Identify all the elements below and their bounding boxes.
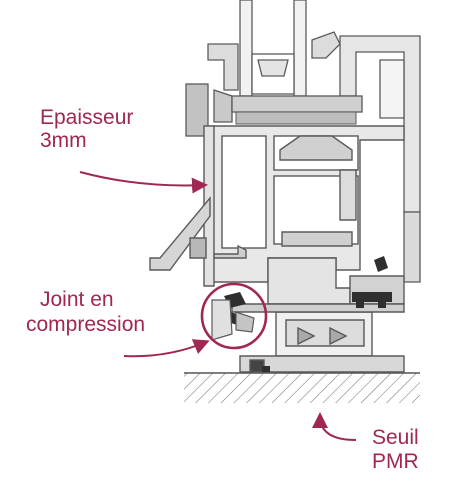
sill-label-line2: PMR — [372, 450, 419, 473]
floor-ground — [184, 372, 420, 403]
seal-highlight-circle — [200, 282, 268, 350]
glazing-beads — [185, 31, 341, 137]
glazing-panes — [239, 0, 307, 97]
compression-seal — [211, 299, 255, 341]
sill-arrow — [312, 412, 357, 441]
seal-label-line2: compression — [26, 313, 146, 336]
seal-label-line1: Joint en — [40, 288, 114, 311]
glazing-gasket — [231, 95, 363, 125]
seal-arrow — [123, 339, 210, 358]
sill-label-line1: Seuil — [372, 426, 419, 449]
thickness-label-line1: Epaisseur — [40, 106, 134, 129]
thickness-arrow — [79, 171, 208, 194]
sash-profile — [211, 125, 405, 283]
outer-frame-left — [149, 125, 247, 287]
thickness-label-line2: 3mm — [40, 129, 87, 152]
